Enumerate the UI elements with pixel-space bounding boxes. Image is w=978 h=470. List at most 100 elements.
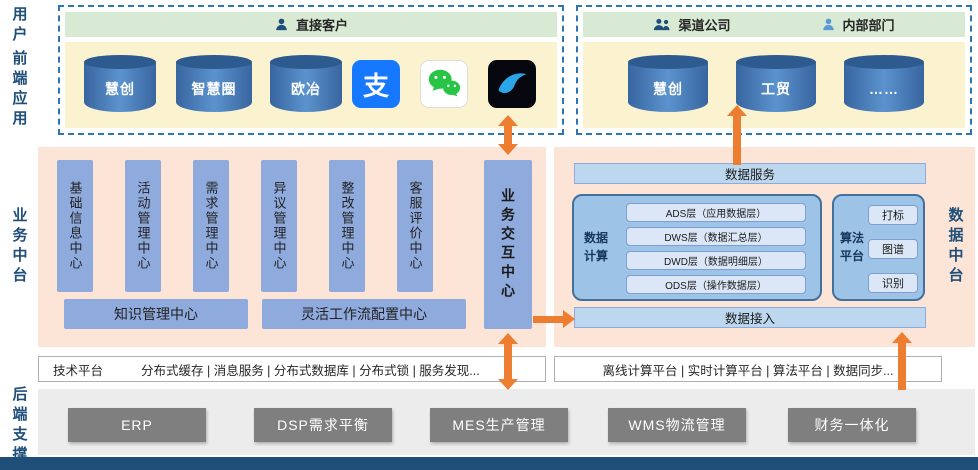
tech-platform-bar-left: 技术平台 分布式缓存 | 消息服务 | 分布式数据库 | 分布式锁 | 服务发现… bbox=[38, 356, 546, 382]
arrow-head-right bbox=[563, 310, 575, 328]
data-layer-chip: ODS层（操作数据层） bbox=[626, 275, 806, 294]
algo-item-label: 识别 bbox=[882, 278, 904, 290]
bird-app-icon bbox=[488, 60, 536, 108]
business-center-label: 基础信息中心 bbox=[67, 181, 83, 271]
backend-system-label: ERP bbox=[121, 417, 153, 433]
arrow-frontend-business bbox=[498, 115, 518, 155]
direct-customer-title-group: 直接客户 bbox=[274, 15, 348, 34]
backend-system-box: DSP需求平衡 bbox=[254, 408, 392, 442]
business-center-box: 整改管理中心 bbox=[329, 160, 365, 292]
arrow-dataservice-to-frontend bbox=[727, 105, 747, 165]
app-cylinder: …… bbox=[844, 55, 924, 112]
channel-internal-header: 渠道公司 内部部门 bbox=[583, 12, 965, 37]
arrow-head-down bbox=[498, 379, 518, 390]
direct-customer-group: 直接客户 慧创 智慧圈 欧冶 支 bbox=[58, 5, 564, 135]
data-compute-frame: 数据计算 ADS层（应用数据层） DWS层（数据汇总层） DWD层（数据明细层）… bbox=[572, 194, 822, 301]
app-cylinder-label: 智慧圈 bbox=[191, 80, 237, 97]
channel-apps-strip: 慧创 工贸 …… bbox=[583, 42, 965, 128]
algo-item-chip: 图谱 bbox=[868, 239, 918, 259]
business-center-label: 整改管理中心 bbox=[339, 181, 355, 271]
backend-system-box: 财务一体化 bbox=[788, 408, 916, 442]
app-cylinder-label: 慧创 bbox=[105, 80, 135, 97]
tech-platform-items-right: 离线计算平台 | 实时计算平台 | 算法平台 | 数据同步... bbox=[602, 363, 894, 378]
app-cylinder-label: 工贸 bbox=[761, 80, 791, 97]
data-layer-chip: ADS层（应用数据层） bbox=[626, 203, 806, 222]
algo-platform-frame: 算法平台 打标 图谱 识别 bbox=[832, 194, 925, 301]
business-center-box: 异议管理中心 bbox=[261, 160, 297, 292]
app-cylinder: 慧创 bbox=[84, 55, 156, 112]
data-access-bar: 数据接入 bbox=[574, 307, 926, 328]
data-layer-label: DWD层（数据明细层） bbox=[664, 257, 768, 268]
app-cylinder: 欧冶 bbox=[270, 55, 342, 112]
algo-item-chip: 识别 bbox=[868, 273, 918, 293]
arrow-business-backend bbox=[498, 333, 518, 390]
bottom-bar bbox=[0, 457, 978, 470]
backend-support-panel: ERP DSP需求平衡 MES生产管理 WMS物流管理 财务一体化 bbox=[38, 389, 975, 455]
side-label-business: 业务中台 bbox=[5, 202, 33, 292]
person-icon bbox=[274, 17, 289, 32]
people-icon bbox=[653, 17, 671, 32]
side-label-backend: 后端支撑 bbox=[5, 382, 33, 470]
data-platform-panel: 数据服务 数据计算 ADS层（应用数据层） DWS层（数据汇总层） DWD层（数… bbox=[554, 147, 975, 347]
data-service-bar: 数据服务 bbox=[574, 163, 926, 184]
arrow-backend-to-dataaccess bbox=[892, 332, 912, 390]
channel-title: 渠道公司 bbox=[678, 18, 731, 33]
app-cylinder: 智慧圈 bbox=[176, 55, 252, 112]
data-layer-label: DWS层（数据汇总层） bbox=[664, 233, 768, 244]
app-cylinder: 慧创 bbox=[628, 55, 708, 112]
backend-system-label: WMS物流管理 bbox=[628, 417, 726, 433]
channel-title-group: 渠道公司 bbox=[653, 15, 731, 34]
data-service-label: 数据服务 bbox=[724, 168, 775, 182]
business-center-box: 需求管理中心 bbox=[193, 160, 229, 292]
tech-platform-bar-right: 离线计算平台 | 实时计算平台 | 算法平台 | 数据同步... bbox=[554, 356, 942, 382]
business-center-label: 需求管理中心 bbox=[203, 181, 219, 271]
person-icon bbox=[821, 17, 836, 32]
app-cylinder-label: 欧冶 bbox=[291, 80, 321, 97]
side-label-user: 用户 bbox=[5, 4, 33, 48]
alipay-glyph: 支 bbox=[362, 70, 389, 101]
side-label-data-mid-text: 数据中台 bbox=[946, 207, 964, 287]
arrow-head-up bbox=[892, 332, 912, 343]
app-cylinder: 工贸 bbox=[736, 55, 816, 112]
channel-internal-group: 渠道公司 内部部门 慧创 工贸 …… bbox=[576, 5, 972, 135]
arrow-head-up bbox=[498, 115, 518, 126]
business-center-box: 基础信息中心 bbox=[57, 160, 93, 292]
backend-system-box: ERP bbox=[68, 408, 206, 442]
interaction-center-box: 业务交互中心 bbox=[484, 160, 532, 329]
arrow-shaft bbox=[504, 344, 512, 379]
data-access-label: 数据接入 bbox=[724, 312, 775, 326]
data-layer-label: ODS层（操作数据层） bbox=[665, 281, 767, 292]
business-center-box: 客服评价中心 bbox=[397, 160, 433, 292]
side-label-data-mid: 数据中台 bbox=[940, 192, 970, 302]
business-center-box: 活动管理中心 bbox=[125, 160, 161, 292]
business-center-label: 活动管理中心 bbox=[135, 181, 151, 271]
backend-system-label: MES生产管理 bbox=[452, 417, 546, 433]
knowledge-center-box: 知识管理中心 bbox=[64, 299, 248, 329]
side-label-business-text: 业务中台 bbox=[10, 207, 28, 287]
algo-item-label: 图谱 bbox=[882, 244, 904, 256]
app-cylinder-label: …… bbox=[869, 80, 899, 97]
algo-platform-label: 算法平台 bbox=[839, 231, 864, 263]
data-layer-label: ADS层（应用数据层） bbox=[665, 209, 767, 220]
business-platform-panel: 基础信息中心 活动管理中心 需求管理中心 异议管理中心 整改管理中心 客服评价中… bbox=[38, 147, 546, 347]
algo-item-chip: 打标 bbox=[868, 205, 918, 225]
backend-system-box: WMS物流管理 bbox=[608, 408, 746, 442]
app-cylinder-label: 慧创 bbox=[653, 80, 683, 97]
arrow-head-down bbox=[498, 144, 518, 155]
internal-title-group: 内部部门 bbox=[821, 15, 895, 34]
business-center-label: 客服评价中心 bbox=[407, 181, 423, 271]
side-label-user-text: 用户 bbox=[10, 6, 28, 46]
backend-system-label: DSP需求平衡 bbox=[277, 417, 369, 433]
arrow-shaft bbox=[898, 343, 906, 390]
algo-item-label: 打标 bbox=[882, 210, 904, 222]
direct-customer-title: 直接客户 bbox=[295, 18, 348, 33]
direct-customer-header: 直接客户 bbox=[65, 12, 557, 37]
tech-platform-title: 技术平台 bbox=[53, 363, 104, 378]
data-layer-chip: DWS层（数据汇总层） bbox=[626, 227, 806, 246]
side-label-frontend-text: 前端应用 bbox=[10, 50, 28, 130]
arrow-head-up bbox=[498, 333, 518, 344]
arrow-shaft bbox=[504, 126, 512, 144]
backend-system-label: 财务一体化 bbox=[814, 417, 890, 433]
interaction-center-label: 业务交互中心 bbox=[500, 187, 516, 302]
